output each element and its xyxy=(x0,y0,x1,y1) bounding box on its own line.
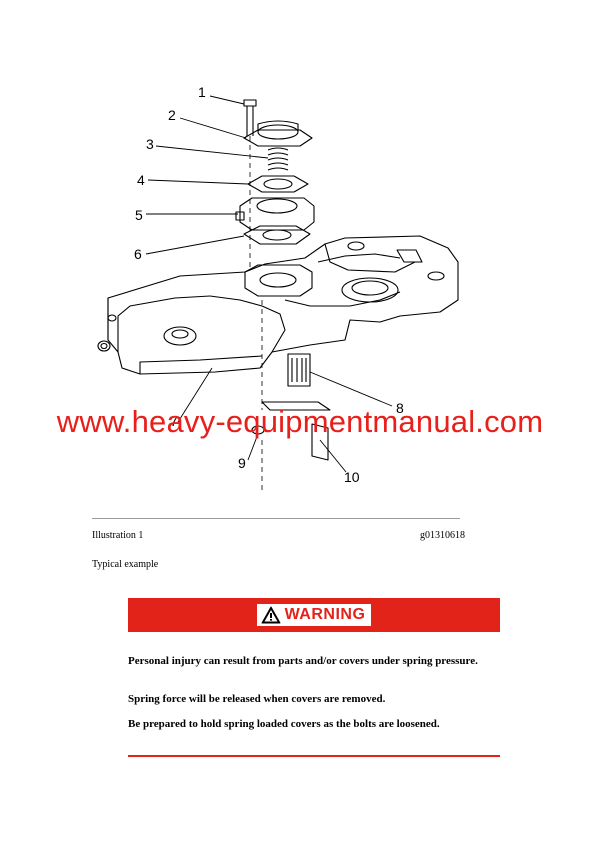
warning-label: WARNING xyxy=(284,606,366,623)
caption-divider xyxy=(92,518,460,519)
callout-1: 1 xyxy=(198,84,206,100)
callout-4: 4 xyxy=(137,172,145,188)
warning-bottom-rule xyxy=(128,755,500,757)
exploded-parts-illustration xyxy=(97,95,459,490)
illustration-description: Typical example xyxy=(92,559,159,570)
watermark-url: www.heavy-equipmentmanual.com xyxy=(56,404,544,439)
warning-line-3: Be prepared to hold spring loaded covers… xyxy=(128,718,440,730)
illustration-number: Illustration 1 xyxy=(92,530,144,541)
callout-3: 3 xyxy=(146,136,154,152)
warning-banner: WARNING xyxy=(128,598,500,632)
callout-5: 5 xyxy=(135,207,143,223)
warning-triangle-icon xyxy=(261,606,281,624)
warning-label-box: WARNING xyxy=(256,604,372,626)
warning-line-2: Spring force will be released when cover… xyxy=(128,693,386,705)
callout-6: 6 xyxy=(134,246,142,262)
callout-2: 2 xyxy=(168,107,176,123)
cover-body xyxy=(107,235,459,375)
warning-line-1: Personal injury can result from parts an… xyxy=(128,655,478,667)
callout-9: 9 xyxy=(238,455,246,471)
callout-10: 10 xyxy=(344,469,360,485)
graphic-id: g01310618 xyxy=(420,530,465,541)
callout-8: 8 xyxy=(396,400,404,416)
callout-7: 7 xyxy=(170,413,178,429)
